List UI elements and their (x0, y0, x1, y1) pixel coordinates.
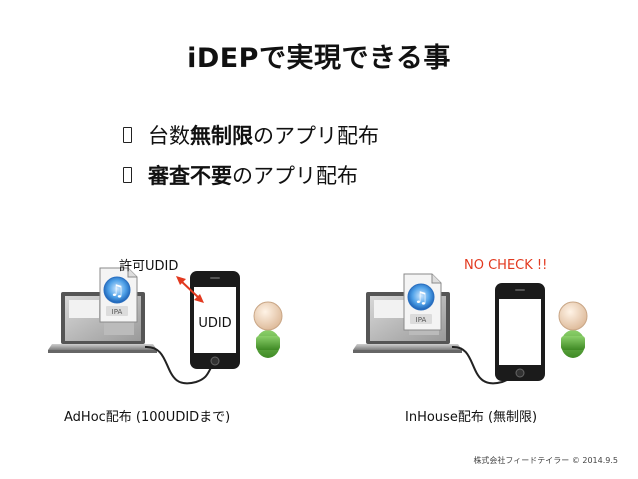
phone-udid-label: UDID (198, 316, 231, 331)
permitted-udid-label: 許可UDID (119, 259, 179, 274)
double-arrow-icon (176, 276, 204, 303)
svg-text:♫: ♫ (110, 281, 124, 300)
svg-text:♫: ♫ (414, 288, 428, 307)
bullet-box-icon (123, 127, 132, 143)
bullet-item-2: 審査不要のアプリ配布 (123, 160, 358, 190)
bullet-box-icon (123, 167, 132, 183)
bullet-item-1: 台数無制限のアプリ配布 (123, 120, 379, 150)
adhoc-caption: AdHoc配布 (100UDIDまで) (64, 410, 231, 425)
bullet-bold: 審査不要 (148, 164, 232, 188)
slide-title: iDEPで実現できる事 (187, 43, 451, 74)
bullet-bold: 無制限 (190, 124, 253, 148)
ipa-label: IPA (112, 308, 123, 316)
bullet-prefix: 台数 (148, 124, 190, 148)
no-check-label: NO CHECK !! (464, 258, 548, 273)
cable (144, 345, 213, 385)
inhouse-caption: InHouse配布 (無制限) (405, 410, 538, 425)
person-icon (558, 301, 588, 358)
phone-icon (495, 283, 545, 381)
footer-copyright: 株式会社フィードテイラー © 2014.9.5 (473, 456, 618, 465)
person-icon (253, 301, 283, 358)
ipa-file-icon: ♫ IPA (99, 267, 138, 323)
ipa-file-icon: ♫ IPA (403, 273, 442, 331)
ipa-label: IPA (416, 316, 427, 324)
bullet-suffix: のアプリ配布 (253, 124, 379, 148)
bullet-suffix: のアプリ配布 (232, 164, 358, 188)
